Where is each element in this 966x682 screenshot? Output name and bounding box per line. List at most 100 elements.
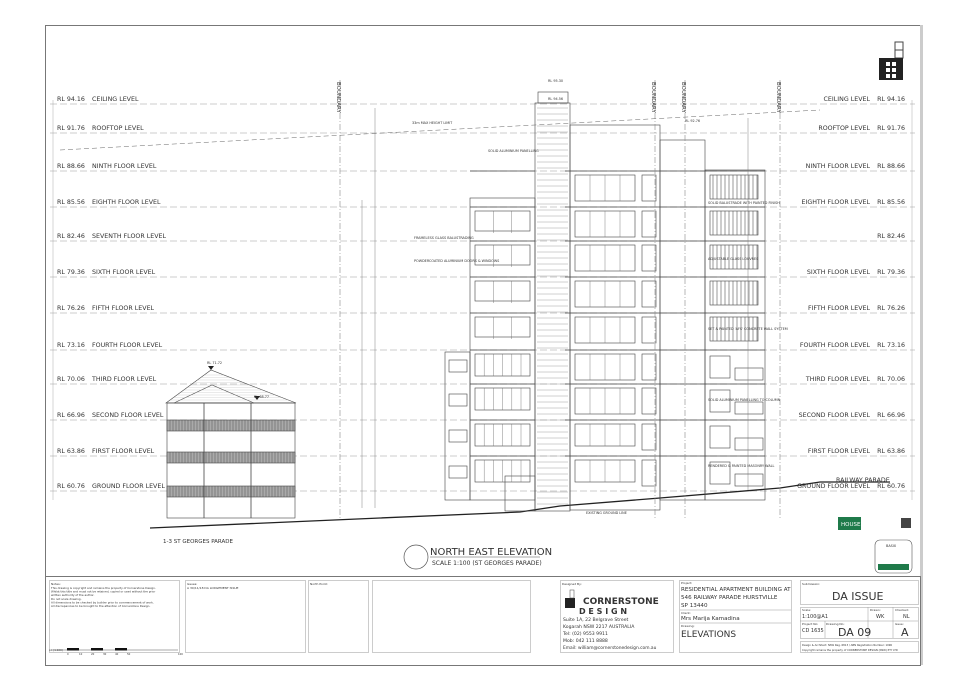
balcony: [734, 473, 764, 487]
issue-entry: A 30/11/18 DA LODGEMENT ISSUE: [187, 586, 239, 590]
submission-label: Submission:: [802, 582, 820, 586]
client-label: Client:: [681, 611, 691, 615]
neighbour-label: 1-3 ST GEORGES PARADE: [163, 539, 234, 545]
house-logo-text: HOUSE: [841, 522, 861, 528]
rl-marker: RL 68.77: [254, 395, 269, 399]
neighbour-balcony: [166, 451, 296, 464]
level-label-left: RL 88.66: [57, 163, 85, 170]
window: [448, 429, 468, 443]
level-label-left: RL 91.76: [57, 125, 85, 132]
drawing-label: Drawing:: [681, 624, 695, 628]
scale-tick: 10: [79, 652, 83, 656]
level-label-left: RL 63.86: [57, 448, 85, 455]
level-label-right: RL 91.76: [877, 125, 905, 132]
window: [641, 210, 657, 238]
issue-label: Issue:: [895, 622, 904, 626]
designed-by-label: Designed By:: [562, 582, 582, 586]
entry-door: [504, 475, 536, 512]
left-block: [469, 197, 536, 501]
window: [448, 465, 468, 479]
level-name-right: FIRST FLOOR LEVEL: [808, 448, 871, 455]
level-name-left: CEILING LEVEL: [92, 96, 139, 103]
window: [709, 425, 731, 449]
level-label-right: RL 73.16: [877, 342, 905, 349]
window: [448, 393, 468, 407]
ground-line: [149, 481, 890, 529]
level-name-left: SECOND FLOOR LEVEL: [92, 412, 164, 419]
qr-code: [901, 518, 911, 528]
project-no-label: Project No:: [802, 622, 818, 626]
material-note: RENDERED & PAINTED MASONRY WALL: [708, 464, 775, 468]
material-note: SOLID ALUMINIUM PANELLING: [488, 149, 539, 153]
neighbour-roof: [165, 369, 297, 404]
boundary-label: BOUNDARY: [650, 82, 656, 114]
drawn-value: WK: [876, 614, 885, 620]
level-name-left: FIFTH FLOOR LEVEL: [92, 305, 155, 312]
window: [641, 423, 657, 451]
scale-value: 1:100@A1: [802, 614, 828, 620]
submission-value: DA ISSUE: [832, 590, 884, 603]
glass-louvres: [709, 316, 759, 342]
balcony-block: [704, 169, 766, 501]
project-line: SP 13440: [681, 603, 708, 609]
level-name-right: THIRD FLOOR LEVEL: [805, 376, 871, 383]
notes-list: This drawing is copyright and remains th…: [50, 586, 156, 608]
window: [474, 210, 531, 232]
scale-bar-prefix: A1 (1:100): [49, 648, 63, 652]
project-label: Project:: [681, 581, 692, 585]
level-label-right: RL 60.76: [877, 483, 905, 490]
scale-tick: 0: [67, 652, 69, 656]
level-label-left: RL 66.96: [57, 412, 85, 419]
level-name-right: FOURTH FLOOR LEVEL: [800, 342, 871, 349]
level-name-right: SECOND FLOOR LEVEL: [799, 412, 871, 419]
glass-louvres: [709, 244, 759, 270]
level-name-left: SEVENTH FLOOR LEVEL: [92, 233, 167, 240]
scale-tick: 20: [91, 652, 95, 656]
ground-line-note: EXISTING GROUND LINE: [586, 511, 627, 515]
level-name-right: CEILING LEVEL: [824, 96, 871, 103]
window: [641, 387, 657, 415]
project-line: RESIDENTIAL APARTMENT BUILDING AT: [681, 587, 791, 593]
scale-label: Scale:: [802, 608, 811, 612]
scale-tick: 30: [103, 652, 107, 656]
boundary-label: BOUNDARY: [775, 82, 781, 114]
title-block: Notes: This drawing is copyright and rem…: [45, 576, 921, 666]
level-name-left: FOURTH FLOOR LEVEL: [92, 342, 163, 349]
level-label-right: RL 82.46: [877, 233, 905, 240]
material-note: SET & PAINTED 'AFS' CONCRETE WALL SYSTEM: [708, 327, 788, 331]
central-block: [569, 124, 661, 511]
basix-text: BASIX: [886, 544, 897, 548]
window: [641, 280, 657, 308]
level-label-left: RL 73.16: [57, 342, 85, 349]
level-name-left: NINTH FLOOR LEVEL: [92, 163, 157, 170]
level-name-left: THIRD FLOOR LEVEL: [91, 376, 157, 383]
window: [709, 355, 731, 379]
scale-tick: 40: [115, 652, 119, 656]
rl-marker: RL 95.30: [548, 79, 563, 83]
firm-phone: Tel: (02) 9553 9911: [562, 631, 608, 637]
level-label-right: RL 70.06: [877, 376, 905, 383]
neighbour-balcony: [166, 485, 296, 498]
note-line: This drawing is copyright and remains th…: [50, 586, 156, 590]
level-label-left: RL 70.06: [57, 376, 85, 383]
level-name-right: ROOFTOP LEVEL: [818, 125, 870, 132]
material-note: FRAMELESS GLASS BALUSTRADING: [414, 236, 474, 240]
firm-email: Email: william@cornerstonedesign.com.au: [563, 645, 657, 651]
level-label-left: RL 82.46: [57, 233, 85, 240]
client-name: Mrs Marija Kamadina: [681, 616, 740, 622]
footer-note: Copyright remains the property of CORNER…: [802, 648, 898, 652]
material-note: SOLID BALUSTRADE WITH PAINTED FINISH: [708, 201, 780, 205]
level-name-left: ROOFTOP LEVEL: [92, 125, 144, 132]
level-label-right: RL 66.96: [877, 412, 905, 419]
level-label-right: RL 76.26: [877, 305, 905, 312]
firm-name: CORNERSTONE: [583, 597, 659, 607]
basix-badge: BASIX: [874, 539, 913, 574]
drawing-no-value: DA 09: [838, 626, 871, 639]
firm-logo-mark: [879, 41, 904, 80]
cornerstone-logo: [565, 589, 575, 608]
level-name-right: SIXTH FLOOR LEVEL: [807, 269, 871, 276]
north-point-label: North Point:: [310, 582, 328, 586]
window: [641, 316, 657, 344]
balcony: [734, 401, 764, 415]
